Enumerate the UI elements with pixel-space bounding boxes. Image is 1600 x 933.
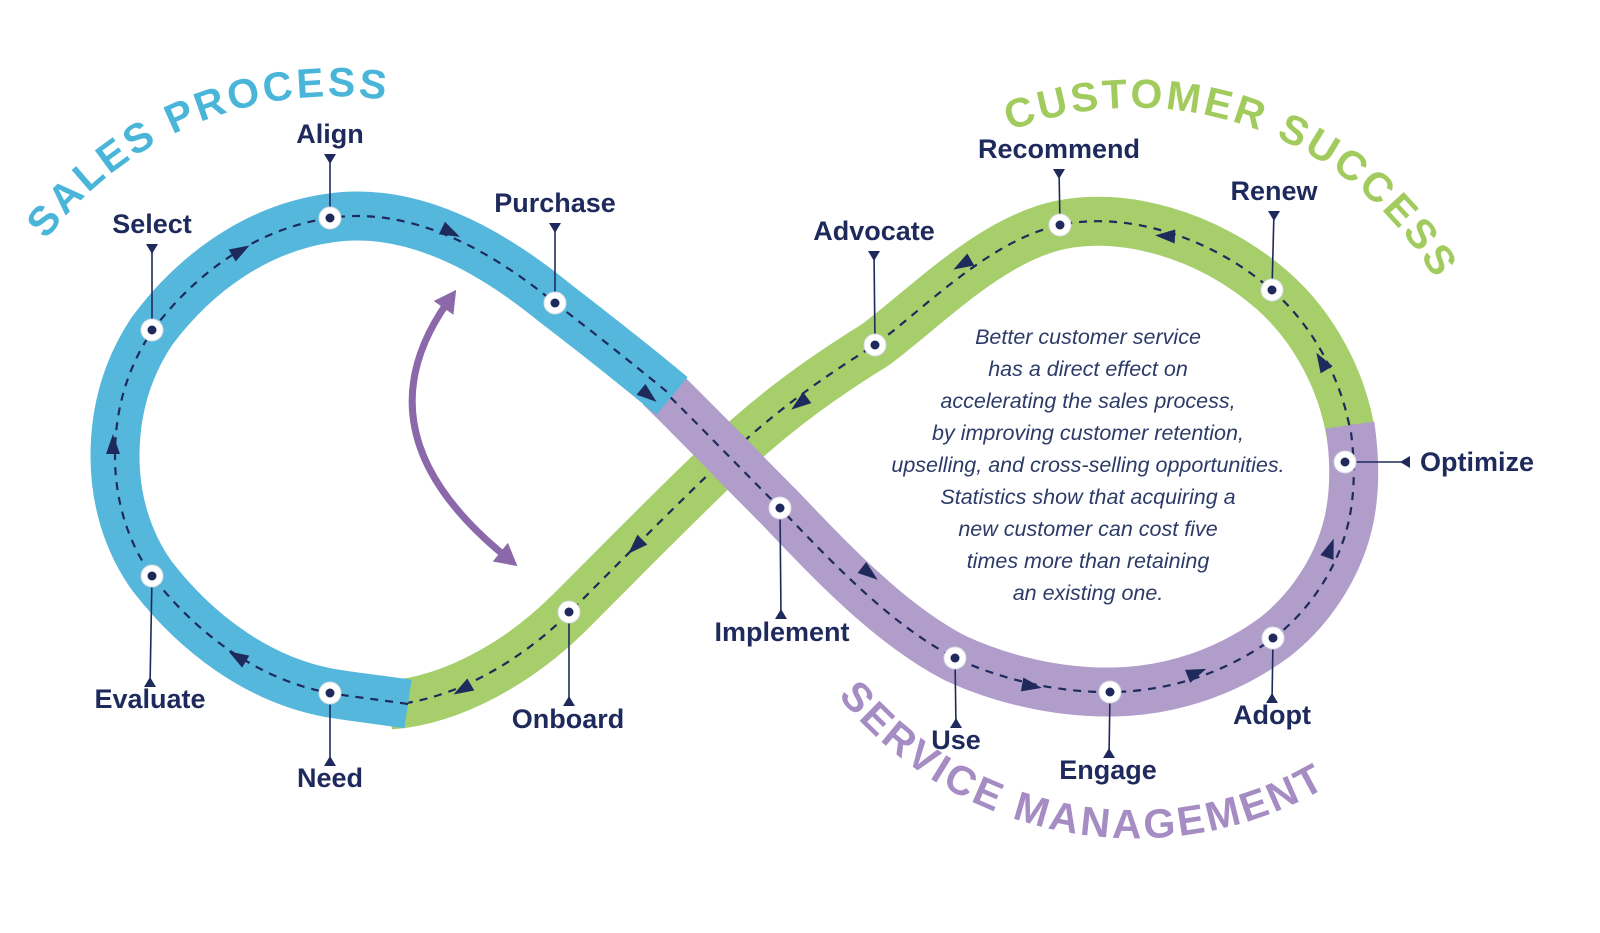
stage-label-evaluate: Evaluate bbox=[94, 684, 205, 714]
stage-optimize: Optimize bbox=[1333, 447, 1534, 477]
center-note-line: times more than retaining bbox=[967, 549, 1210, 573]
stage-label-optimize: Optimize bbox=[1420, 447, 1534, 477]
center-note: Better customer service has a direct eff… bbox=[891, 325, 1284, 605]
stage-onboard: Onboard bbox=[512, 600, 625, 734]
stage-adopt: Adopt bbox=[1233, 626, 1311, 730]
stage-label-purchase: Purchase bbox=[494, 188, 616, 218]
leader-marker bbox=[146, 244, 158, 254]
stage-label-onboard: Onboard bbox=[512, 704, 625, 734]
center-note-line: upselling, and cross-selling opportuniti… bbox=[891, 453, 1284, 477]
leader-marker bbox=[775, 609, 787, 619]
stage-recommend: Recommend bbox=[978, 134, 1140, 237]
leader-marker bbox=[324, 154, 336, 164]
leader-marker bbox=[549, 223, 561, 233]
center-note-line: Better customer service bbox=[975, 325, 1201, 349]
center-note-line: new customer can cost five bbox=[958, 517, 1217, 541]
flow-arrow bbox=[228, 651, 250, 668]
center-note-line: by improving customer retention, bbox=[932, 421, 1244, 445]
flow-arrow bbox=[636, 383, 657, 402]
flow-arrow bbox=[791, 391, 812, 410]
flow-arrow bbox=[1020, 677, 1042, 692]
center-note-line: accelerating the sales process, bbox=[940, 389, 1235, 413]
leader-marker bbox=[868, 251, 880, 261]
relation-arrowhead-top bbox=[433, 289, 457, 315]
flow-arrow bbox=[438, 221, 460, 237]
leader-marker bbox=[1266, 693, 1278, 703]
sales-service-relation-arrow bbox=[408, 289, 518, 567]
stage-label-align: Align bbox=[296, 119, 364, 149]
leader-marker bbox=[1103, 748, 1115, 758]
stage-align: Align bbox=[296, 119, 364, 230]
center-note-line: an existing one. bbox=[1013, 581, 1164, 605]
stage-label-select: Select bbox=[112, 209, 192, 239]
relation-arrowhead-bottom bbox=[492, 542, 518, 567]
stage-label-engage: Engage bbox=[1059, 755, 1157, 785]
stage-label-recommend: Recommend bbox=[978, 134, 1140, 164]
flow-arrow bbox=[106, 434, 120, 454]
stage-advocate: Advocate bbox=[813, 216, 935, 357]
flow-arrow bbox=[1316, 352, 1333, 374]
stage-engage: Engage bbox=[1059, 680, 1157, 785]
leader-marker bbox=[1053, 169, 1065, 179]
stage-select: Select bbox=[112, 209, 192, 342]
leader-marker bbox=[324, 756, 336, 766]
stage-label-advocate: Advocate bbox=[813, 216, 935, 246]
flow-arrow bbox=[953, 253, 975, 270]
stage-need: Need bbox=[297, 681, 363, 793]
stage-label-need: Need bbox=[297, 763, 363, 793]
flow-arrow bbox=[857, 561, 878, 580]
sales-process-band bbox=[90, 191, 688, 729]
flow-arrow bbox=[228, 245, 250, 262]
leader-marker bbox=[144, 677, 156, 687]
stage-renew: Renew bbox=[1230, 176, 1319, 302]
stage-label-use: Use bbox=[931, 725, 981, 755]
stage-label-renew: Renew bbox=[1230, 176, 1318, 206]
leader-marker bbox=[563, 696, 575, 706]
flow-arrow bbox=[1320, 538, 1334, 560]
flow-arrows bbox=[106, 221, 1334, 695]
leader-marker bbox=[950, 718, 962, 728]
stage-purchase: Purchase bbox=[494, 188, 616, 315]
stage-label-implement: Implement bbox=[714, 617, 849, 647]
stage-label-adopt: Adopt bbox=[1233, 700, 1311, 730]
sales-dashed-line bbox=[113, 214, 673, 706]
flow-arrow bbox=[628, 534, 648, 554]
flow-arrow bbox=[1155, 229, 1176, 244]
leader-marker bbox=[1268, 211, 1280, 221]
stage-implement: Implement bbox=[714, 496, 850, 647]
center-note-line: has a direct effect on bbox=[988, 357, 1188, 381]
center-note-line: Statistics show that acquiring a bbox=[940, 485, 1235, 509]
leader-marker bbox=[1400, 456, 1410, 468]
stage-evaluate: Evaluate bbox=[94, 564, 206, 714]
flow-arrow bbox=[453, 678, 475, 695]
flow-arrow bbox=[1185, 668, 1207, 683]
stage-use: Use bbox=[931, 646, 981, 755]
